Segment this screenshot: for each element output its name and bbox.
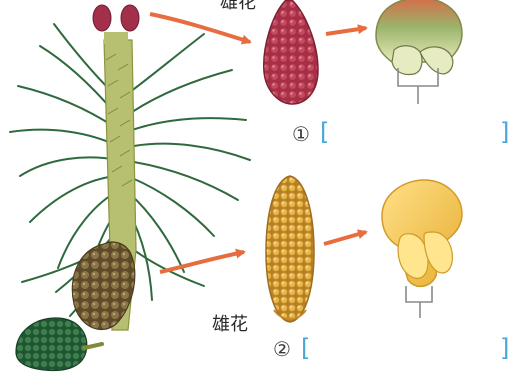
arrow-bottom-1: [160, 252, 244, 272]
arrow-bottom-2: [324, 232, 366, 244]
answer-2-marker: ②: [273, 339, 291, 359]
answer-2-bracket-close: ]: [500, 336, 509, 360]
answer-1-bracket-open: [: [320, 120, 329, 144]
male-cone-detail: [266, 176, 314, 322]
green-cone: [16, 318, 87, 370]
female-scale-detail: [376, 0, 462, 104]
arrow-top-2: [326, 28, 366, 34]
young-cone-right: [121, 5, 139, 31]
bottom-flower-label: 雄花: [212, 316, 248, 334]
answer-1-bracket-close: ]: [500, 120, 509, 144]
top-flower-label: 雄花: [220, 0, 256, 12]
female-cone-detail: [264, 0, 318, 104]
male-scale-detail: [382, 180, 462, 318]
young-cone-left: [93, 5, 111, 31]
answer-1-marker: ①: [292, 124, 310, 144]
answer-2-bracket-open: [: [301, 336, 310, 360]
